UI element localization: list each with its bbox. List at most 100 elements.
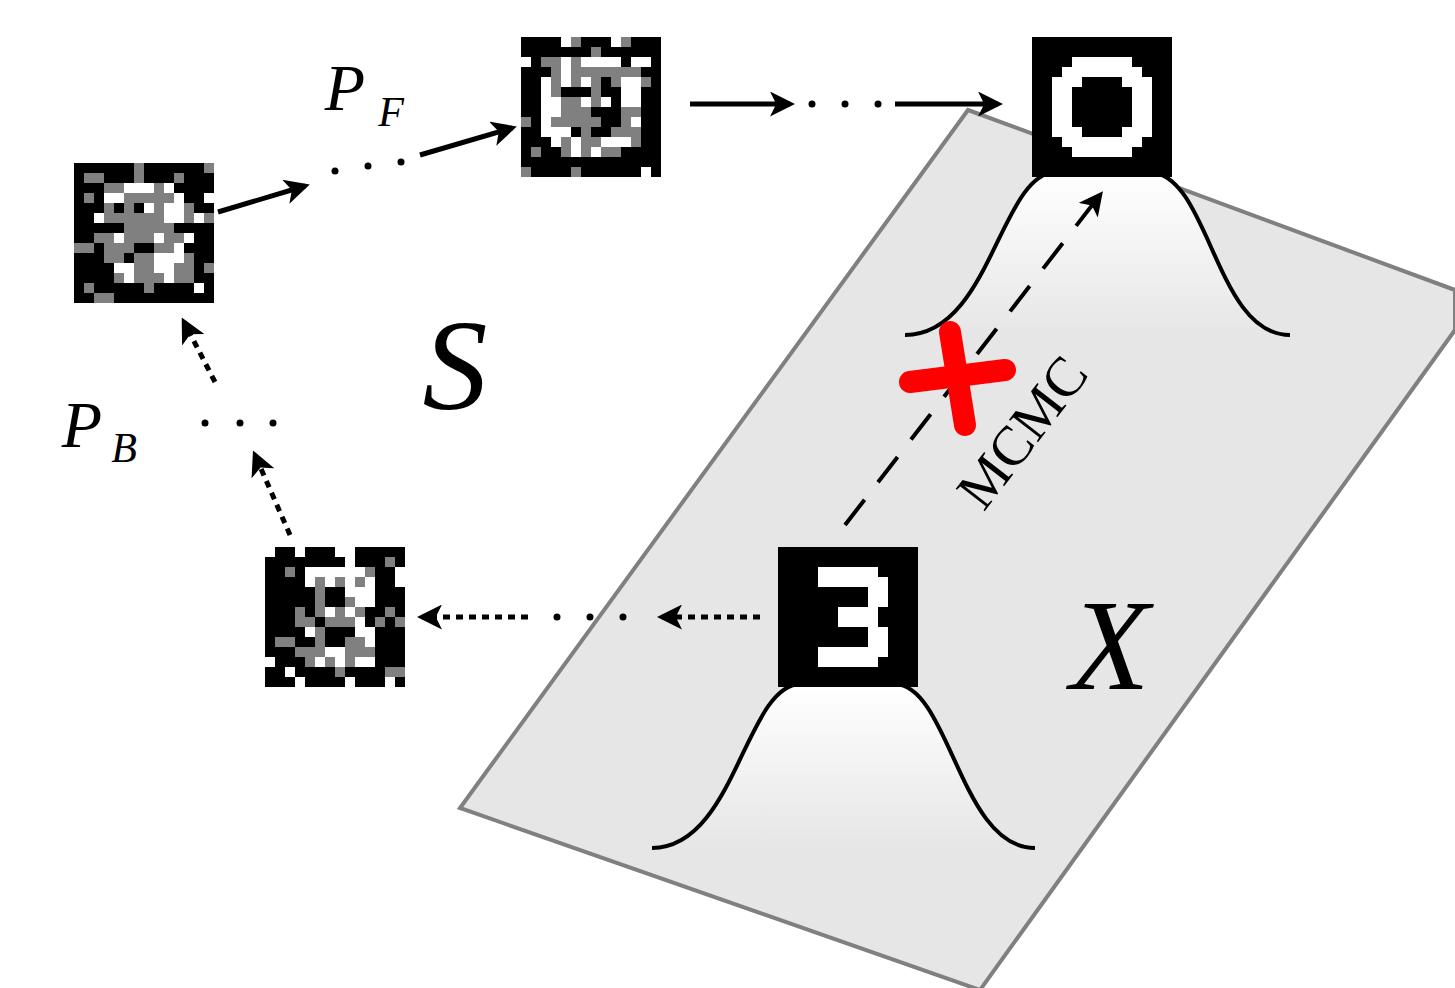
pixel (1102, 147, 1112, 157)
pixel (641, 67, 651, 77)
pixel (1062, 117, 1072, 127)
pixel (828, 637, 838, 647)
pixel (611, 137, 621, 147)
pixel (1062, 47, 1072, 57)
pixel (144, 243, 154, 253)
pixel (858, 547, 868, 557)
pixel (1032, 157, 1042, 167)
pixel (611, 97, 621, 107)
state-space-symbol: S (423, 300, 488, 430)
pixel (84, 263, 94, 273)
pixel (345, 637, 355, 647)
pixel (828, 667, 838, 677)
pixel (531, 107, 541, 117)
ellipsis-dots (554, 614, 627, 621)
density-fill (905, 172, 1290, 335)
pixel (631, 137, 641, 147)
pixel (1122, 67, 1132, 77)
pixel (174, 263, 184, 273)
pixel (144, 213, 154, 223)
pixel (345, 577, 355, 587)
pixel (114, 163, 124, 173)
pixel (365, 597, 375, 607)
pixel (164, 173, 174, 183)
pixel (114, 293, 124, 303)
pixel (641, 157, 651, 167)
pixel (621, 97, 631, 107)
pixel (295, 567, 305, 577)
pixel (848, 677, 858, 687)
pixel (611, 87, 621, 97)
pixel (641, 97, 651, 107)
pixel (325, 607, 335, 617)
pixel (184, 233, 194, 243)
pixel (581, 87, 591, 97)
pixel (315, 657, 325, 667)
pixel (541, 67, 551, 77)
pixel (571, 97, 581, 107)
pixel (868, 577, 878, 587)
pixel (651, 137, 661, 147)
pixel (1052, 137, 1062, 147)
pixel (868, 627, 878, 637)
pixel (1072, 57, 1082, 67)
pixel (174, 253, 184, 263)
pixel (818, 547, 828, 557)
pixel (74, 223, 84, 233)
pixel (355, 597, 365, 607)
pixel (1032, 137, 1042, 147)
pixel (315, 597, 325, 607)
pixel (571, 67, 581, 77)
pixel (541, 97, 551, 107)
pixel (778, 547, 788, 557)
pixel (134, 273, 144, 283)
pixel (114, 193, 124, 203)
pixel (385, 677, 395, 687)
pixel (1092, 107, 1102, 117)
pixel (395, 567, 405, 577)
pixel (1062, 147, 1072, 157)
pixel (561, 57, 571, 67)
pixel (365, 607, 375, 617)
pixel (651, 157, 661, 167)
pixel (1112, 77, 1122, 87)
pixel (1152, 107, 1162, 117)
pixel (1142, 37, 1152, 47)
pixel (265, 597, 275, 607)
pixel (194, 213, 204, 223)
pixel (204, 173, 214, 183)
pixel (375, 587, 385, 597)
pixel (1122, 97, 1132, 107)
pixel (641, 107, 651, 117)
pixel (601, 157, 611, 167)
pixel (154, 243, 164, 253)
pixel (1152, 117, 1162, 127)
pixel (375, 637, 385, 647)
pixel (788, 577, 798, 587)
pixel (581, 97, 591, 107)
pixel (1162, 117, 1172, 127)
image-ground (74, 163, 214, 303)
pixel (104, 203, 114, 213)
pixel (1122, 87, 1132, 97)
pixel (84, 253, 94, 263)
pixel (1092, 87, 1102, 97)
pixel (1162, 77, 1172, 87)
pixel (531, 77, 541, 87)
pixel (521, 117, 531, 127)
pixel (1132, 117, 1142, 127)
pixel (174, 283, 184, 293)
pixel (1152, 97, 1162, 107)
pixel (1152, 167, 1162, 177)
pixel (315, 557, 325, 567)
pixel (144, 193, 154, 203)
pixel (591, 67, 601, 77)
pixel (561, 107, 571, 117)
pixel (848, 627, 858, 637)
pixel (788, 587, 798, 597)
pixel (561, 47, 571, 57)
pixel (375, 577, 385, 587)
pixel (124, 243, 134, 253)
pixel (124, 193, 134, 203)
